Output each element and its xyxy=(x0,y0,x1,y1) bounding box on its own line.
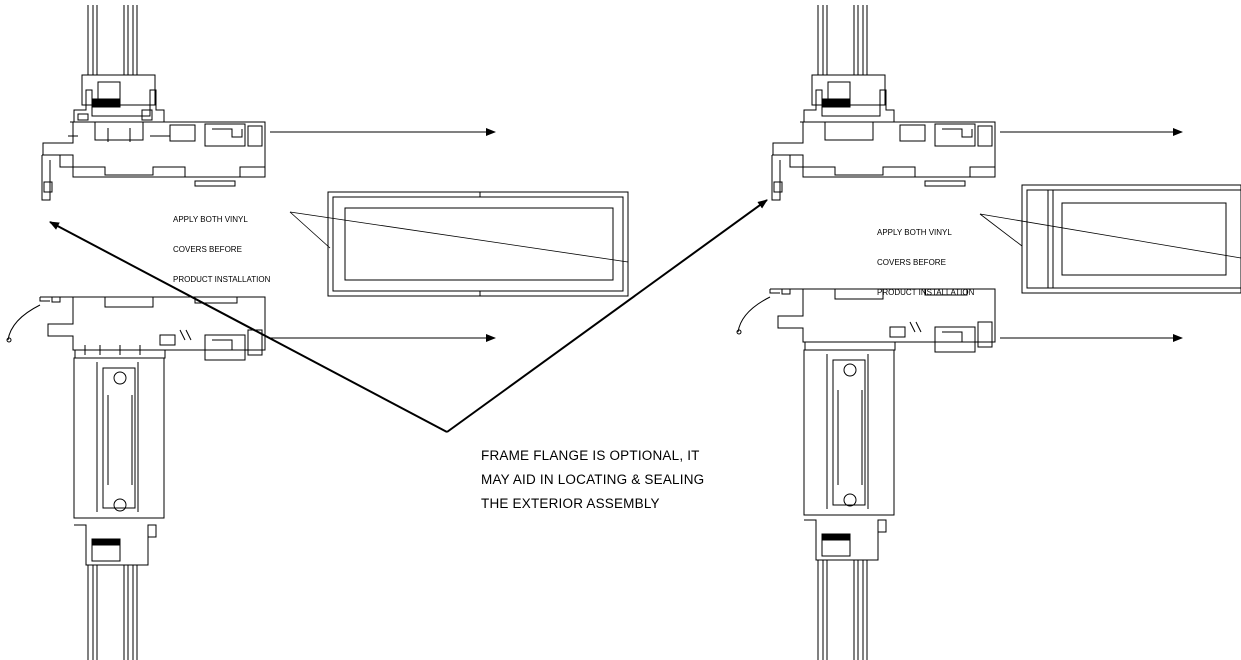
vinyl-note-left: APPLY BOTH VINYL COVERS BEFORE PRODUCT I… xyxy=(173,195,270,295)
flange-note: FRAME FLANGE IS OPTIONAL, IT MAY AID IN … xyxy=(481,444,704,516)
vinyl-note-right-line-3: PRODUCT INSTALLATION xyxy=(877,288,975,297)
flange-note-line-2: MAY AID IN LOCATING & SEALING xyxy=(481,472,705,487)
vinyl-note-right-line-2: COVERS BEFORE xyxy=(877,258,946,267)
vinyl-note-left-line-1: APPLY BOTH VINYL xyxy=(173,215,248,224)
right-detail xyxy=(736,5,1241,660)
lower-sill-frame xyxy=(6,296,266,361)
left-detail xyxy=(6,5,629,660)
upper-head-frame-right xyxy=(771,121,996,201)
vinyl-cover-left xyxy=(327,191,629,297)
flange-note-line-3: THE EXTERIOR ASSEMBLY xyxy=(481,496,660,511)
lower-sill-frame-right xyxy=(736,288,996,353)
upper-glass-unit xyxy=(73,5,165,123)
vinyl-note-left-line-2: COVERS BEFORE xyxy=(173,245,242,254)
vinyl-cover-right xyxy=(1021,184,1241,294)
vinyl-note-right-line-1: APPLY BOTH VINYL xyxy=(877,228,952,237)
vinyl-note-right: APPLY BOTH VINYL COVERS BEFORE PRODUCT I… xyxy=(877,208,974,308)
flange-note-line-1: FRAME FLANGE IS OPTIONAL, IT xyxy=(481,448,700,463)
flange-callout-arrows xyxy=(49,199,768,433)
lower-glass-unit-right xyxy=(803,349,895,660)
upper-head-frame xyxy=(41,121,266,201)
lower-glass-unit xyxy=(73,357,165,660)
upper-glass-unit-right xyxy=(803,5,895,123)
vinyl-note-left-line-3: PRODUCT INSTALLATION xyxy=(173,275,271,284)
